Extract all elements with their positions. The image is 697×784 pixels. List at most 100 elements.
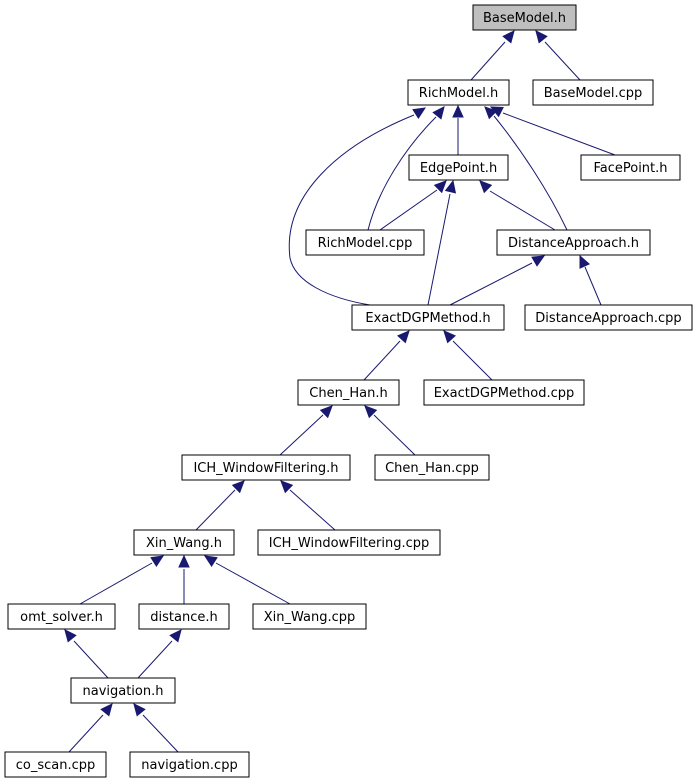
node-label: omt_solver.h: [20, 610, 103, 625]
node-exactdgpmethod-cpp[interactable]: ExactDGPMethod.cpp: [423, 379, 585, 406]
node-box: [70, 677, 176, 704]
edge-arrowhead: [443, 330, 456, 344]
node-label: DistanceApproach.cpp: [535, 311, 681, 326]
edge-xin-wang-h-to-ich-windowfiltering-h: [195, 480, 245, 531]
node-label: co_scan.cpp: [16, 758, 96, 773]
node-distanceapproach-cpp[interactable]: DistanceApproach.cpp: [524, 304, 693, 331]
edge-line: [73, 640, 109, 679]
node-chen-han-cpp[interactable]: Chen_Han.cpp: [374, 454, 490, 481]
node-co-scan-cpp[interactable]: co_scan.cpp: [4, 751, 107, 778]
edge-exactdgpmethod-h-to-richmodel-h: [288, 107, 427, 306]
node-label: DistanceApproach.h: [508, 236, 639, 251]
node-box: [4, 751, 107, 778]
node-box: [408, 154, 509, 181]
edge-arrowhead: [579, 254, 591, 269]
edge-line: [289, 489, 336, 531]
node-box: [138, 603, 230, 630]
node-basemodel-cpp[interactable]: BaseModel.cpp: [532, 79, 654, 106]
node-ich-windowfiltering-cpp[interactable]: ICH_WindowFiltering.cpp: [257, 529, 441, 556]
node-label: FacePoint.h: [593, 161, 667, 176]
node-box: [181, 454, 351, 481]
edge-arrowhead: [178, 554, 190, 568]
node-distanceapproach-h[interactable]: DistanceApproach.h: [496, 229, 651, 256]
edge-co-scan-cpp-to-navigation-h: [68, 703, 113, 753]
node-label: Xin_Wang.h: [146, 536, 222, 551]
edge-arrowhead: [64, 629, 77, 643]
node-xin-wang-cpp[interactable]: Xin_Wang.cpp: [252, 603, 367, 630]
edge-line: [470, 41, 506, 81]
edge-line: [544, 41, 581, 81]
edge-exactdgpmethod-cpp-to-exactdgpmethod-h: [443, 330, 493, 381]
edge-arrowhead: [203, 555, 218, 568]
node-label: RichModel.cpp: [318, 236, 413, 251]
edge-line: [195, 489, 236, 531]
node-box: [407, 79, 510, 106]
edge-line: [137, 640, 173, 679]
node-richmodel-h[interactable]: RichModel.h: [407, 79, 510, 106]
edge-line: [427, 193, 451, 306]
edge-distanceapproach-cpp-to-distanceapproach-h: [579, 254, 602, 306]
node-basemodel-h[interactable]: BaseModel.h: [472, 4, 577, 31]
node-label: RichModel.h: [419, 86, 498, 101]
node-label: Chen_Han.h: [309, 386, 387, 401]
node-box: [133, 529, 235, 556]
node-box: [305, 229, 425, 256]
edge-line: [373, 414, 416, 456]
edge-line: [215, 562, 291, 605]
edge-chen-han-cpp-to-chen-han-h: [364, 405, 416, 456]
node-exactdgpmethod-h[interactable]: ExactDGPMethod.h: [351, 304, 505, 331]
edge-line: [142, 714, 179, 753]
edge-navigation-cpp-to-navigation-h: [133, 703, 179, 753]
node-box: [472, 4, 577, 31]
edge-arrowhead: [100, 703, 113, 717]
node-label: ICH_WindowFiltering.cpp: [269, 536, 430, 551]
node-distance-h[interactable]: distance.h: [138, 603, 230, 630]
edge-line: [68, 714, 104, 753]
edge-arrowhead: [479, 180, 493, 194]
edge-basemodel-cpp-to-basemodel-h: [535, 30, 581, 81]
edge-line: [288, 114, 415, 306]
edge-exactdgpmethod-h-to-edgepoint-h: [427, 179, 457, 306]
edge-richmodel-h-to-basemodel-h: [470, 30, 515, 81]
node-facepoint-h[interactable]: FacePoint.h: [580, 154, 681, 181]
node-omt-solver-h[interactable]: omt_solver.h: [7, 603, 116, 630]
edge-arrowhead: [444, 179, 457, 194]
edge-line: [279, 414, 324, 456]
node-box: [496, 229, 651, 256]
node-ich-windowfiltering-h[interactable]: ICH_WindowFiltering.h: [181, 454, 351, 481]
edge-arrowhead: [433, 180, 447, 194]
edge-arrowhead: [502, 30, 515, 44]
edge-navigation-h-to-distance-h: [137, 629, 182, 679]
node-box: [351, 304, 505, 331]
edge-arrowhead: [169, 629, 182, 643]
node-label: ExactDGPMethod.h: [365, 311, 490, 326]
node-navigation-h[interactable]: navigation.h: [70, 677, 176, 704]
edge-arrowhead: [432, 106, 445, 120]
node-box: [532, 79, 654, 106]
node-edgepoint-h[interactable]: EdgePoint.h: [408, 154, 509, 181]
node-box: [580, 154, 681, 181]
edge-arrowhead: [231, 480, 245, 494]
edge-distanceapproach-h-to-richmodel-h: [484, 106, 568, 231]
edge-chen-han-h-to-exactdgpmethod-h: [363, 330, 410, 381]
edge-line: [502, 112, 616, 156]
node-label: navigation.h: [82, 684, 163, 699]
edge-arrowhead: [133, 703, 146, 717]
node-label: BaseModel.h: [483, 11, 566, 26]
edge-ich-windowfiltering-cpp-to-ich-windowfiltering-h: [280, 480, 336, 531]
node-box: [257, 529, 441, 556]
edge-omt-solver-h-to-xin-wang-h: [79, 555, 165, 605]
node-xin-wang-h[interactable]: Xin_Wang.h: [133, 529, 235, 556]
node-richmodel-cpp[interactable]: RichModel.cpp: [305, 229, 425, 256]
edge-richmodel-cpp-to-richmodel-h: [367, 106, 445, 231]
edge-arrowhead: [535, 30, 548, 44]
node-label: distance.h: [150, 610, 217, 625]
edge-arrowhead: [531, 255, 546, 267]
edge-line: [449, 262, 533, 306]
edge-arrowhead: [319, 405, 333, 419]
node-navigation-cpp[interactable]: navigation.cpp: [129, 751, 250, 778]
node-box: [252, 603, 367, 630]
node-chen-han-h[interactable]: Chen_Han.h: [297, 379, 400, 406]
edge-edgepoint-h-to-richmodel-h: [452, 104, 464, 155]
